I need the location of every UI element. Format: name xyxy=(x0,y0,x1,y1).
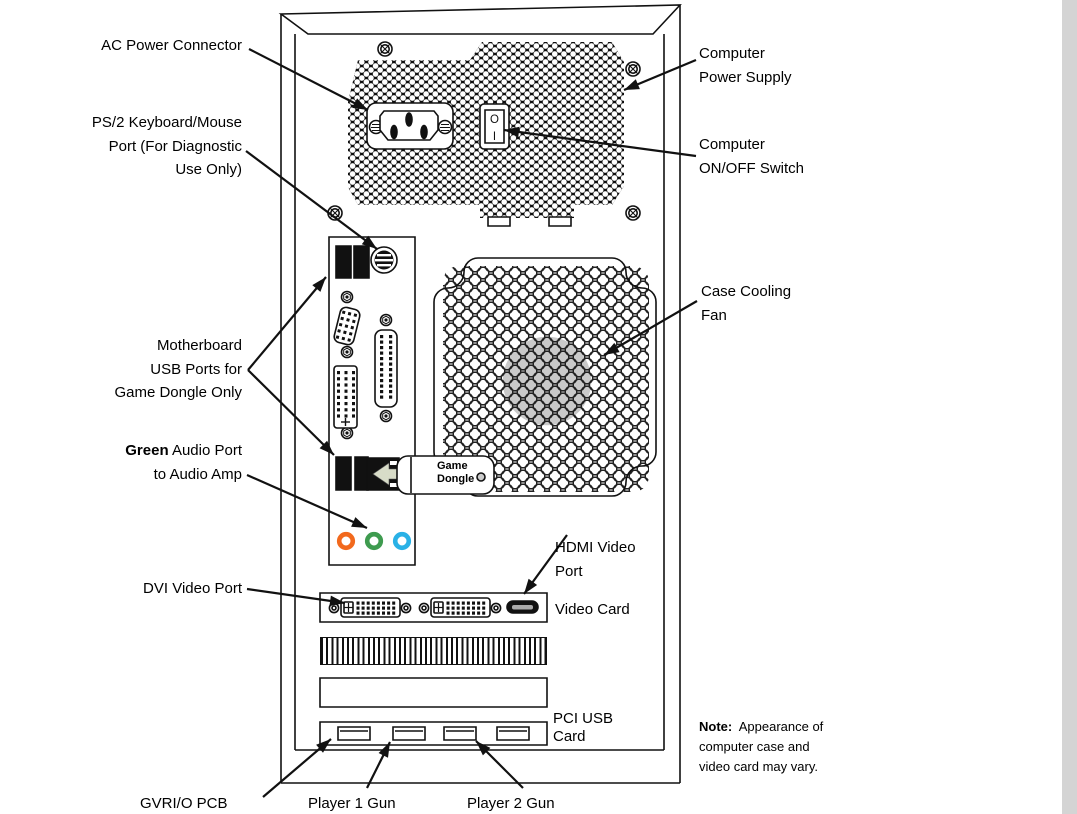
arrowhead xyxy=(351,517,367,528)
ac-pin xyxy=(421,126,427,139)
arrow-case-fan xyxy=(604,301,697,355)
screw xyxy=(626,206,640,220)
usb-port-bottom xyxy=(355,457,368,490)
label-on-off-switch: Computer ON/OFF Switch xyxy=(699,136,805,177)
arrow-dvi xyxy=(247,589,345,603)
usb-port-1 xyxy=(338,727,370,740)
pci-usb-card xyxy=(320,722,547,745)
arrowhead xyxy=(352,98,368,110)
usb-port-4 xyxy=(497,727,529,740)
video-card-bracket xyxy=(320,593,547,622)
arrowhead xyxy=(504,126,520,138)
arrowhead xyxy=(476,741,491,756)
note-text: Note: Appearance of computer case and vi… xyxy=(699,719,824,774)
bracket-screw xyxy=(401,603,410,612)
label-player1-gun: Player 1 Gun xyxy=(308,795,396,812)
label-ac-power-connector: AC Power Connector xyxy=(101,37,242,54)
ac-pin xyxy=(391,126,397,139)
dvi-port-2 xyxy=(431,598,490,617)
arrowhead xyxy=(361,235,377,249)
label-video-card: Video Card xyxy=(555,601,630,618)
label-player2-gun: Player 2 Gun xyxy=(467,795,555,812)
usb-port-2 xyxy=(393,727,425,740)
arrowhead xyxy=(524,578,538,594)
screw xyxy=(378,42,392,56)
usb-port-3 xyxy=(444,727,476,740)
hex-jack-screw xyxy=(381,411,392,422)
io-dvi-connector xyxy=(334,366,357,428)
label-gvrio-pcb: GVRI/O PCB xyxy=(140,795,228,812)
audio-jack-green xyxy=(367,534,381,548)
computer-case-outline xyxy=(281,5,680,783)
label-ps2-port: PS/2 Keyboard/Mouse Port (For Diagnostic… xyxy=(91,114,242,178)
arrowhead xyxy=(604,342,620,355)
arrowhead xyxy=(624,79,640,90)
psu-tab xyxy=(488,217,510,226)
label-dvi-video-port: DVI Video Port xyxy=(143,580,242,597)
vent-slot-hatch xyxy=(320,637,547,665)
empty-slot xyxy=(320,678,547,707)
parallel-port xyxy=(375,330,397,407)
arrow-usb-lower xyxy=(248,370,334,455)
arrowhead xyxy=(316,739,331,753)
arrowhead xyxy=(329,595,345,607)
screw xyxy=(626,62,640,76)
hex-jack-screw xyxy=(381,315,392,326)
label-pci-usb-card: PCI USB Card xyxy=(553,710,614,745)
usb-port-top xyxy=(354,246,369,278)
label-hdmi-video-port: HDMI Video Port xyxy=(555,539,636,580)
audio-jack-blue xyxy=(395,534,409,548)
page-edge-strip xyxy=(1062,0,1077,814)
audio-jacks xyxy=(339,534,409,548)
ps2-port xyxy=(371,247,397,273)
audio-jack-orange xyxy=(339,534,353,548)
arrowhead xyxy=(312,277,326,292)
ac-pin xyxy=(406,113,412,126)
bracket-screw xyxy=(491,603,500,612)
motherboard-io-panel xyxy=(329,237,415,565)
game-dongle xyxy=(367,456,494,494)
case-fan-plate xyxy=(434,258,656,496)
arrow-ps2 xyxy=(246,151,377,249)
arrow-usb-upper xyxy=(248,277,326,370)
usb-port-top xyxy=(336,246,351,278)
arrow-green-audio xyxy=(247,475,367,528)
case-fan-grille xyxy=(443,266,649,492)
arrow-on-off xyxy=(504,130,696,156)
power-switch: O I xyxy=(480,104,509,149)
hdmi-port xyxy=(507,601,538,613)
hex-jack-screw xyxy=(342,428,353,439)
psu-tab xyxy=(549,217,571,226)
switch-on-glyph: O xyxy=(490,114,499,126)
hex-jack-screw xyxy=(342,292,353,303)
switch-off-glyph: I xyxy=(493,131,496,143)
label-green-audio-port: Green Audio Port to Audio Amp xyxy=(125,442,242,483)
case-top-bevel xyxy=(281,5,680,34)
dongle-body xyxy=(397,456,494,494)
hex-jack-screw xyxy=(342,347,353,358)
usb-port-bottom xyxy=(336,457,351,490)
ac-power-connector xyxy=(367,103,453,149)
arrow-ac-power xyxy=(249,49,368,110)
arrowhead xyxy=(378,742,390,758)
callout-arrows xyxy=(246,49,697,797)
bracket-screw xyxy=(419,603,428,612)
dvi-port-1 xyxy=(341,598,400,617)
label-computer-power-supply: Computer Power Supply xyxy=(699,45,792,86)
label-case-cooling-fan: Case Cooling Fan xyxy=(701,283,792,324)
jack-screws xyxy=(342,292,392,439)
label-motherboard-usb: Motherboard USB Ports for Game Dongle On… xyxy=(114,337,242,401)
dongle-led xyxy=(477,473,485,481)
label-game-dongle: Game Dongle xyxy=(437,460,475,485)
serial-port xyxy=(333,306,361,346)
arrowhead xyxy=(319,440,334,455)
